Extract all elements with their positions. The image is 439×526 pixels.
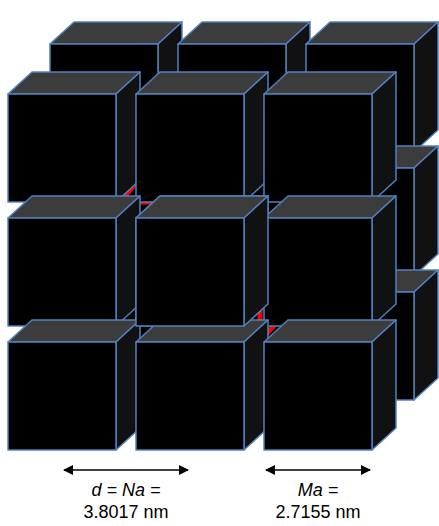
spacing-label: d = Na =: [91, 480, 160, 500]
nanocube: [8, 72, 140, 202]
cube-size-label: Ma =: [298, 480, 339, 500]
cube-front-face: [8, 218, 116, 326]
cube-front-face: [136, 218, 244, 326]
nanocube: [136, 196, 268, 326]
nanocube: [264, 196, 396, 326]
cube-side-face: [372, 196, 396, 326]
nanocube: [136, 196, 268, 326]
cube-side-face: [372, 72, 396, 202]
nanocube: [264, 72, 396, 202]
cube-side-face: [244, 196, 268, 326]
cube-side-face: [244, 196, 268, 326]
cube-front-face: [264, 342, 372, 450]
cube-side-face: [372, 320, 396, 450]
front-cube-layer: [8, 72, 396, 450]
nanocube: [264, 320, 396, 450]
unit-cell-edge: [120, 202, 260, 342]
cube-side-face: [414, 146, 438, 276]
cube-front-face: [264, 94, 372, 202]
cube-front-face: [136, 342, 244, 450]
cube-size-value: 2.7155 nm: [275, 502, 360, 522]
nanocube: [136, 72, 268, 202]
cube-front-face: [264, 218, 372, 326]
cube-front-face: [136, 94, 244, 202]
cube-side-face: [414, 22, 438, 152]
nanocube: [8, 320, 140, 450]
cube-front-face: [8, 342, 116, 450]
cube-side-face: [414, 270, 438, 400]
nanocube: [8, 196, 140, 326]
cube-front-face: [136, 218, 244, 326]
spacing-arrow: [64, 469, 188, 471]
cube-size-arrow: [266, 469, 370, 471]
spacing-value: 3.8017 nm: [83, 502, 168, 522]
nanocube: [136, 320, 268, 450]
cube-front-face: [8, 94, 116, 202]
